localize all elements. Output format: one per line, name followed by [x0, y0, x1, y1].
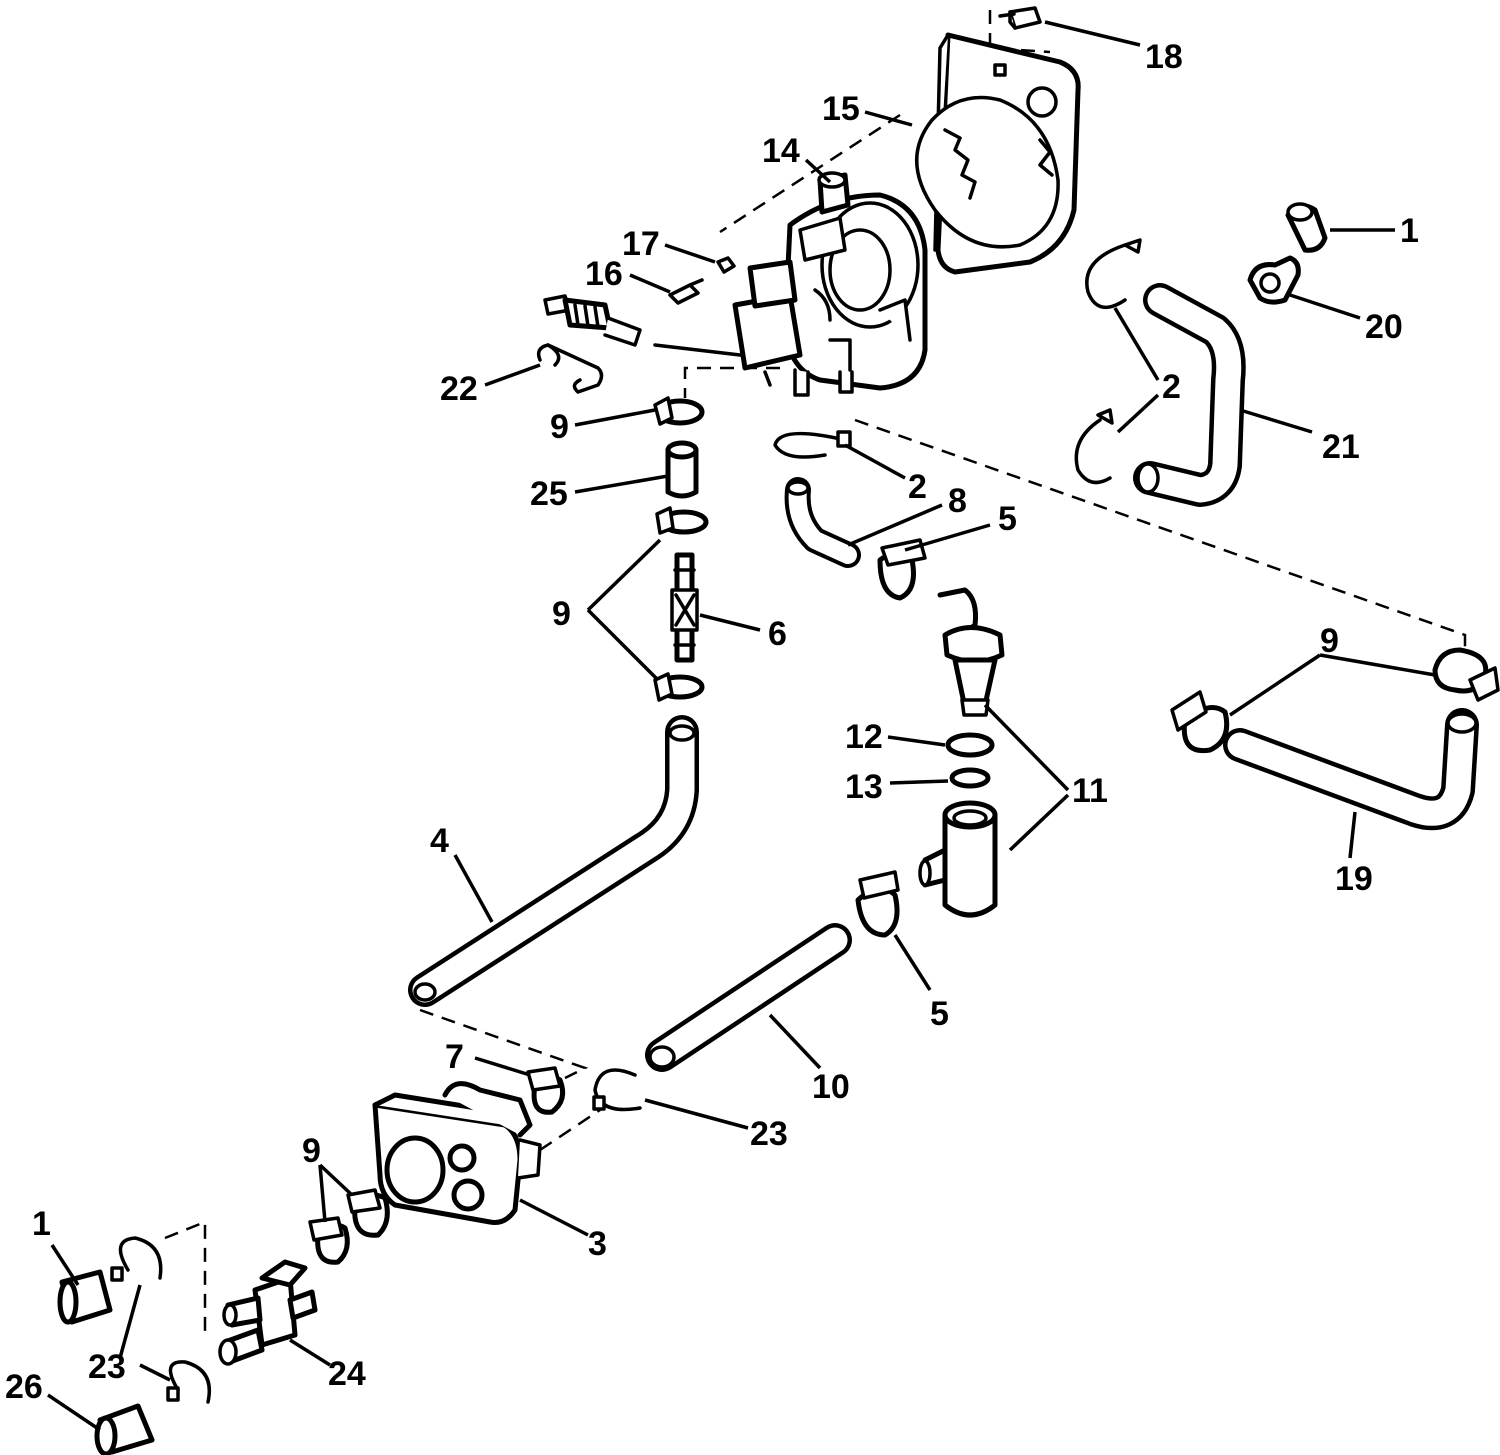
- callout-17: 17: [622, 225, 660, 263]
- callout-9-top: 9: [550, 408, 569, 446]
- cap-part-1-bottom: [57, 1269, 113, 1325]
- callout-6: 6: [768, 615, 787, 653]
- callout-1-top: 1: [1400, 212, 1419, 250]
- sensor-with-lead: [543, 294, 742, 357]
- leader-lines: [47, 20, 1436, 1432]
- cap-part-26: [94, 1403, 155, 1455]
- hose-part-19: [1223, 708, 1479, 831]
- callout-20: 20: [1365, 308, 1403, 346]
- callout-16: 16: [585, 255, 623, 293]
- clip-part-22: [536, 343, 604, 394]
- callout-22: 22: [440, 370, 478, 408]
- callout-26: 26: [5, 1368, 43, 1406]
- callout-2-right: 2: [1162, 368, 1181, 406]
- clamp-part-7: [526, 1066, 566, 1115]
- callout-9-right: 9: [1320, 622, 1339, 660]
- filter-cap-part-11: [937, 587, 1005, 717]
- cap-part-1-top: [1285, 202, 1328, 253]
- clamp-part-9-bottom-b: [346, 1188, 390, 1238]
- clamp-part-5-upper: [877, 538, 927, 601]
- callout-12: 12: [845, 718, 883, 756]
- carburetor-part-14: [732, 171, 928, 397]
- callout-14: 14: [762, 132, 800, 170]
- callout-4: 4: [430, 822, 449, 860]
- nut-part-17: [716, 256, 736, 274]
- clamp-part-9-top: [653, 396, 705, 426]
- callout-1-bottom: 1: [32, 1205, 51, 1243]
- callout-7: 7: [445, 1038, 464, 1076]
- callout-11: 11: [1072, 772, 1108, 810]
- clip-part-23-lower-a: [110, 1236, 163, 1282]
- hose-clamp-part-2-lower: [1074, 408, 1114, 485]
- clamp-part-9-lower: [653, 672, 705, 702]
- fitting-part-20: [1247, 255, 1301, 305]
- screw-part-16: [668, 278, 704, 305]
- fuel-pump-part-3: [372, 1081, 542, 1225]
- callout-10: 10: [812, 1068, 850, 1106]
- callout-3: 3: [588, 1225, 607, 1263]
- hose-part-4: [408, 715, 699, 1007]
- o-ring-part-13: [949, 767, 991, 789]
- callout-23-lower: 23: [88, 1348, 126, 1386]
- connector-part-25: [665, 440, 699, 499]
- mounting-plate-part-15: [915, 32, 1081, 275]
- callout-21: 21: [1322, 428, 1360, 466]
- screw-part-18: [998, 6, 1042, 30]
- callout-18: 18: [1145, 38, 1183, 76]
- t-connector-part-24: [218, 1259, 318, 1366]
- callout-2-middle: 2: [908, 468, 927, 506]
- callout-8: 8: [948, 482, 967, 520]
- clip-part-23-lower-b: [166, 1360, 211, 1404]
- clip-part-23-upper: [592, 1068, 642, 1112]
- hose-part-10: [645, 923, 852, 1072]
- hose-clamp-part-2-middle: [773, 430, 852, 459]
- hose-clamp-part-2-upper: [1085, 238, 1142, 310]
- clamp-part-9-right-top: [1432, 647, 1500, 702]
- callout-9-left: 9: [552, 595, 571, 633]
- callout-24: 24: [328, 1355, 366, 1393]
- elbow-hose-part-8: [784, 477, 861, 568]
- filter-bowl-part-11: [918, 800, 998, 918]
- callout-23-upper: 23: [750, 1115, 788, 1153]
- clamp-part-9-right-left: [1170, 690, 1230, 754]
- callout-5-upper: 5: [998, 500, 1017, 538]
- clamp-part-9-upper: [655, 506, 709, 535]
- callout-19: 19: [1335, 860, 1373, 898]
- clamp-part-5-lower: [855, 870, 900, 938]
- callout-labels: 18 15 14 1 17 16 20 22 2 21 9 2 25 8 5 9…: [5, 38, 1419, 1406]
- o-ring-part-12: [945, 732, 995, 758]
- callout-25: 25: [530, 475, 568, 513]
- callout-15: 15: [822, 90, 860, 128]
- inline-filter-part-6: [670, 552, 699, 663]
- clamp-part-9-bottom-a: [308, 1216, 350, 1265]
- callout-13: 13: [845, 768, 883, 806]
- hose-part-21: [1133, 283, 1246, 507]
- callout-5-lower: 5: [930, 995, 949, 1033]
- callout-9-bottom: 9: [302, 1132, 321, 1170]
